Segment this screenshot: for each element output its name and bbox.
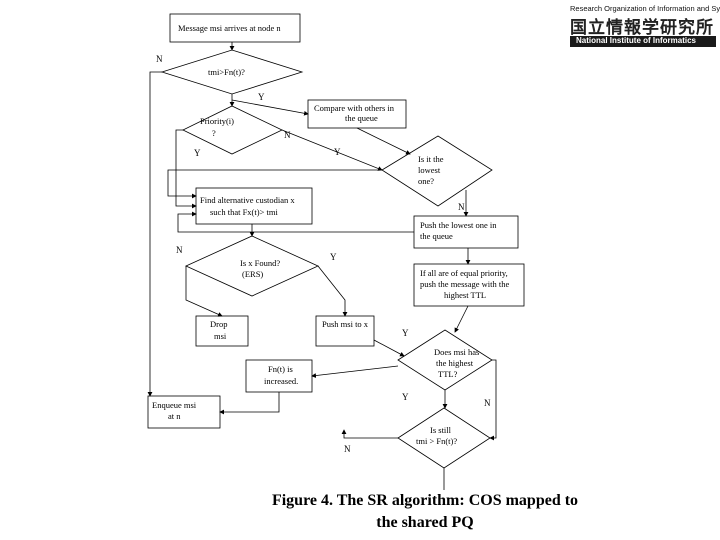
enqueue-box xyxy=(147,395,221,429)
label-tm-yes: Y xyxy=(258,92,265,102)
push-lowest-text-1: Push the lowest one in xyxy=(420,220,497,230)
compare-text-1: Compare with others in xyxy=(314,103,395,113)
push-x-text: Push msi to x xyxy=(322,319,369,329)
decision-tm-text: tmi>Fn(t)? xyxy=(208,67,245,77)
label-ttl-yes: Y xyxy=(402,392,409,402)
caption-line-1: Figure 4. The SR algorithm: COS mapped t… xyxy=(271,492,579,509)
decision-ttl-text-1: Does msi has xyxy=(434,347,479,357)
label-ttl-no: N xyxy=(484,398,491,408)
equal-priority-text-1: If all are of equal priority, xyxy=(420,268,508,278)
decision-still-text-1: Is still xyxy=(430,425,452,435)
caption-line-2: the shared PQ xyxy=(376,514,474,531)
label-priority-yes: Y xyxy=(194,148,201,158)
label-lowest-no: N xyxy=(458,202,465,212)
increased-box xyxy=(245,359,313,393)
find-box xyxy=(195,187,313,225)
start-box xyxy=(169,13,301,43)
label-compare-yes: Y xyxy=(334,147,341,157)
enqueue-text-2: at n xyxy=(168,411,181,421)
decision-found-text-2: (ERS) xyxy=(242,269,263,279)
decision-lowest-text-2: lowest xyxy=(418,165,441,175)
decision-found-text-1: Is x Found? xyxy=(240,258,280,268)
decision-priority xyxy=(182,105,283,155)
drop-box xyxy=(195,315,249,347)
increased-text-2: increased. xyxy=(264,376,298,386)
logo-bar: National Institute of Informatics xyxy=(570,36,716,47)
decision-ttl-text-3: TTL? xyxy=(438,369,458,379)
drop-text-1: Drop xyxy=(210,319,227,329)
decision-priority-text-2: ? xyxy=(212,128,216,138)
increased-text-1: Fn(t) is xyxy=(268,364,293,374)
decision-lowest-text-3: one? xyxy=(418,176,434,186)
label-still-no: N xyxy=(344,444,351,454)
compare-text-2: the queue xyxy=(345,113,378,123)
equal-priority-text-3: highest TTL xyxy=(444,290,486,300)
find-text-2: such that Fx(t)> tmi xyxy=(210,207,278,217)
logo-kanji: 国立情報学研究所 xyxy=(570,18,714,38)
push-lowest-box xyxy=(413,215,519,249)
start-text: Message msi arrives at node n xyxy=(178,23,281,33)
equal-priority-text-2: push the message with the xyxy=(420,279,509,289)
logo-org-top: Research Organization of Information and… xyxy=(570,4,720,13)
drop-text-2: msi xyxy=(214,331,227,341)
label-equal-yes: Y xyxy=(402,328,409,338)
decision-lowest-text-1: Is it the xyxy=(418,154,444,164)
enqueue-text-1: Enqueue msi xyxy=(152,400,197,410)
figure-caption: Figure 4. The SR algorithm: COS mapped t… xyxy=(220,490,630,534)
edges xyxy=(147,42,497,490)
label-tm-no: N xyxy=(156,54,163,64)
logo-org-bar: National Institute of Informatics xyxy=(576,36,697,45)
decision-tm xyxy=(160,49,304,95)
decision-still-text-2: tmi > Fn(t)? xyxy=(416,436,457,446)
label-priority-no: N xyxy=(284,130,291,140)
label-found-no: N xyxy=(176,245,183,255)
decision-priority-text-1: Priority(i) xyxy=(200,116,234,126)
push-lowest-text-2: the queue xyxy=(420,231,453,241)
find-text-1: Find alternative custodian x xyxy=(200,195,295,205)
nii-logo: Research Organization of Information and… xyxy=(566,4,720,47)
push-x-box xyxy=(315,315,375,347)
label-found-yes: Y xyxy=(330,252,337,262)
decision-ttl-text-2: the highest xyxy=(436,358,474,368)
equal-priority-box xyxy=(413,263,525,307)
